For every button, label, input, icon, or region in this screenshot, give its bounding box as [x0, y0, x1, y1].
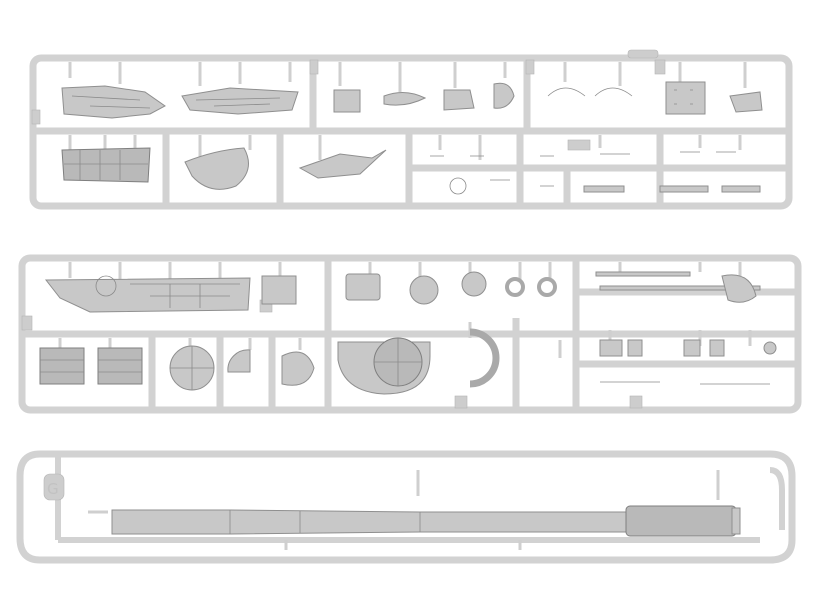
sprue-top-runners — [33, 58, 789, 206]
hull-side-part — [61, 85, 166, 119]
ring-part — [505, 277, 525, 297]
curved-part — [493, 82, 515, 109]
knob-part — [763, 341, 777, 355]
track-link-part — [97, 347, 143, 385]
sprue-letter-label: G — [47, 480, 59, 498]
part-detail — [170, 346, 214, 390]
sprue-top-gates — [68, 62, 747, 160]
sprue-middle-tab — [629, 395, 643, 409]
panel-part — [443, 89, 475, 111]
hatch-plate-part — [345, 273, 381, 301]
ring-part — [537, 277, 557, 297]
sprue-top — [29, 49, 793, 210]
part-detail — [195, 97, 281, 107]
gun-barrel-part — [111, 509, 629, 535]
sprue-bottom-frame — [16, 450, 796, 564]
part-detail — [40, 359, 142, 373]
curved-hull-part — [184, 147, 249, 190]
dome-part — [227, 349, 251, 373]
track-guard-part — [61, 147, 151, 183]
dome-part — [281, 351, 315, 386]
part-detail — [95, 275, 240, 308]
small-parts — [600, 151, 736, 155]
small-part — [729, 91, 763, 113]
round-hatch-part — [409, 275, 439, 305]
muzzle-cap-part — [731, 507, 741, 535]
part-detail — [674, 89, 693, 105]
sprue-middle-tab — [21, 315, 33, 331]
sprue-top-tab — [309, 59, 319, 75]
part-detail — [64, 150, 148, 180]
hull-side-part — [181, 87, 299, 115]
part-detail — [229, 510, 421, 534]
sprue-top-tab — [567, 139, 591, 151]
box-part — [261, 275, 297, 305]
track-link-part — [39, 347, 85, 385]
sprue-bottom-gates — [88, 470, 720, 550]
sprue-top-tab — [627, 49, 659, 59]
sprue-top-tab — [525, 59, 535, 75]
plate-part — [665, 81, 706, 115]
sprue-middle — [18, 254, 802, 414]
sprue-letter-tag — [43, 473, 65, 501]
small-parts — [600, 381, 770, 385]
long-hull-part — [44, 277, 251, 313]
sprue-top-tab — [31, 109, 41, 125]
part-detail — [71, 95, 151, 109]
muzzle-sleeve-part — [625, 505, 737, 537]
small-parts — [430, 155, 554, 195]
part-detail — [374, 338, 422, 386]
arc-part — [469, 328, 500, 388]
bracket-part — [721, 274, 757, 303]
sprue-top-tab — [654, 59, 666, 75]
sprue-bottom: G — [16, 450, 796, 564]
small-parts — [599, 339, 725, 357]
sprue-middle-runners — [22, 258, 798, 410]
panel-part — [333, 89, 361, 113]
sprue-middle-tab — [454, 395, 468, 409]
angled-plate-part — [298, 149, 387, 179]
rod-parts — [583, 185, 761, 193]
handle-parts — [547, 87, 633, 97]
bracket-part — [383, 92, 427, 106]
sprue-middle-gates — [58, 262, 752, 358]
round-cap-part — [461, 271, 487, 297]
